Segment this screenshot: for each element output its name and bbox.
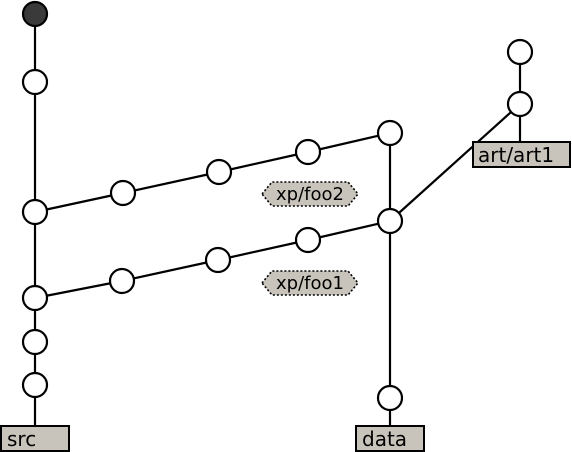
graph-nodes xyxy=(21,0,534,412)
commit-node[interactable] xyxy=(204,246,232,274)
commit-node[interactable] xyxy=(294,138,322,166)
commit-node[interactable] xyxy=(21,68,49,96)
commit-node[interactable] xyxy=(205,158,233,186)
edge-data-to-art xyxy=(389,103,521,222)
commit-node[interactable] xyxy=(294,226,322,254)
commit-node[interactable] xyxy=(506,90,534,118)
commit-node[interactable] xyxy=(21,284,49,312)
commit-node[interactable] xyxy=(21,328,49,356)
branch-label-src[interactable]: src xyxy=(0,425,70,452)
tag-label-foo1[interactable]: xp/foo1 xyxy=(260,270,360,296)
branch-label-src-text: src xyxy=(7,427,36,451)
branch-label-data-text: data xyxy=(362,427,407,451)
commit-node[interactable] xyxy=(376,207,404,235)
tag-label-foo2[interactable]: xp/foo2 xyxy=(260,181,360,207)
commit-node[interactable] xyxy=(21,198,49,226)
branch-label-data[interactable]: data xyxy=(355,425,425,452)
commit-node[interactable] xyxy=(109,179,137,207)
commit-node[interactable] xyxy=(108,267,136,295)
branch-label-art[interactable]: art/art1 xyxy=(472,141,571,168)
commit-node-root[interactable] xyxy=(21,0,49,28)
tag-label-foo2-text: xp/foo2 xyxy=(276,184,344,205)
commit-node[interactable] xyxy=(21,371,49,399)
commit-node[interactable] xyxy=(376,384,404,412)
commit-node[interactable] xyxy=(506,38,534,66)
commit-node[interactable] xyxy=(376,119,404,147)
branch-label-art-text: art/art1 xyxy=(478,143,554,167)
graph-edges xyxy=(33,14,522,426)
tag-label-foo1-text: xp/foo1 xyxy=(276,273,344,294)
